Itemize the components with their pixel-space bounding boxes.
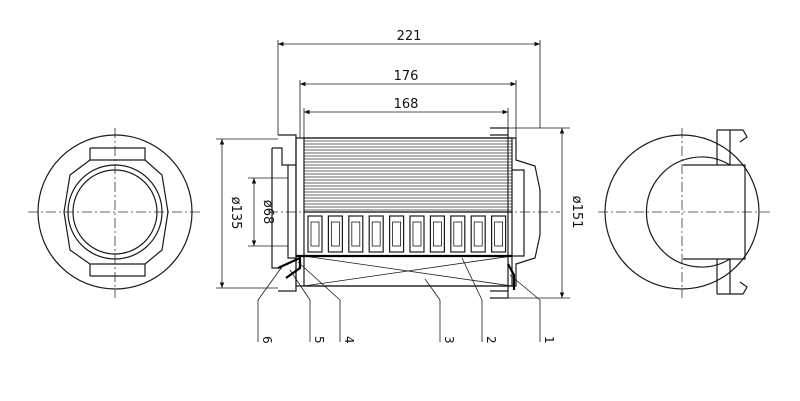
core-window-inner bbox=[371, 221, 381, 247]
part-leaders: 1 2 3 4 5 6 bbox=[257, 257, 556, 344]
core-window-inner bbox=[432, 221, 442, 247]
part-label-2: 2 bbox=[484, 336, 498, 344]
right-view-outer-circle bbox=[604, 134, 760, 290]
leader-1-diag bbox=[509, 274, 541, 301]
core-window bbox=[348, 215, 364, 253]
left-view-mid-circle bbox=[67, 164, 163, 260]
core-window-inner bbox=[330, 221, 340, 247]
end-cap-outline bbox=[490, 127, 509, 299]
core-window-inner bbox=[392, 221, 402, 247]
right-cap-inner bbox=[512, 169, 525, 257]
support-core-windows bbox=[307, 215, 507, 253]
left-view-outer-circle bbox=[37, 134, 193, 290]
left-flange-outline bbox=[278, 134, 297, 292]
core-window-inner bbox=[412, 221, 422, 247]
core-window bbox=[409, 215, 425, 253]
core-window bbox=[307, 215, 323, 253]
core-window-inner bbox=[494, 221, 504, 247]
dim-element-length: 176 bbox=[394, 69, 419, 84]
right-end-view bbox=[598, 128, 770, 298]
core-window bbox=[389, 215, 405, 253]
left-view-bottom-tab bbox=[89, 264, 146, 277]
right-view-bottom-clip bbox=[716, 259, 748, 295]
core-window-inner bbox=[453, 221, 463, 247]
core-window-inner bbox=[310, 221, 320, 247]
core-window-inner bbox=[473, 221, 483, 247]
right-view-frame bbox=[683, 164, 746, 260]
core-window bbox=[470, 215, 486, 253]
left-view-flange bbox=[63, 159, 169, 265]
left-flange-inner bbox=[287, 165, 296, 259]
leader-3-diag bbox=[424, 278, 441, 301]
side-section-view bbox=[268, 127, 560, 299]
leader-6-diag bbox=[257, 263, 285, 301]
part-label-4: 4 bbox=[342, 336, 356, 344]
dim-outer-diameter: ø151 bbox=[569, 196, 584, 229]
part-label-3: 3 bbox=[442, 336, 456, 344]
dimension-lines: 221 176 168 ø135 ø68 ø151 bbox=[216, 29, 584, 299]
right-view-top-clip bbox=[716, 129, 748, 165]
dim-flange-diameter: ø135 bbox=[228, 197, 243, 230]
left-view-inner-circle bbox=[72, 169, 158, 255]
leader-2-diag bbox=[461, 257, 483, 301]
core-window bbox=[491, 215, 507, 253]
dim-inner-diameter: ø68 bbox=[260, 200, 275, 225]
part-label-1: 1 bbox=[542, 336, 556, 344]
left-end-view bbox=[28, 128, 200, 298]
dim-overall-length: 221 bbox=[397, 29, 422, 44]
pleated-media bbox=[304, 140, 512, 211]
part-label-5: 5 bbox=[312, 336, 326, 344]
core-window bbox=[327, 215, 343, 253]
right-view-inner-arc bbox=[645, 156, 731, 268]
part-label-6: 6 bbox=[260, 336, 274, 344]
core-window bbox=[368, 215, 384, 253]
left-view-top-tab bbox=[89, 147, 146, 160]
seal-ring bbox=[277, 256, 302, 279]
core-window bbox=[429, 215, 445, 253]
dim-media-length: 168 bbox=[394, 97, 419, 112]
core-window bbox=[450, 215, 466, 253]
right-cap-seal bbox=[507, 263, 516, 290]
leader-4-diag bbox=[297, 261, 341, 301]
core-window-inner bbox=[351, 221, 361, 247]
tube-cross-line-2 bbox=[303, 255, 513, 287]
leader-5-diag bbox=[289, 269, 311, 301]
